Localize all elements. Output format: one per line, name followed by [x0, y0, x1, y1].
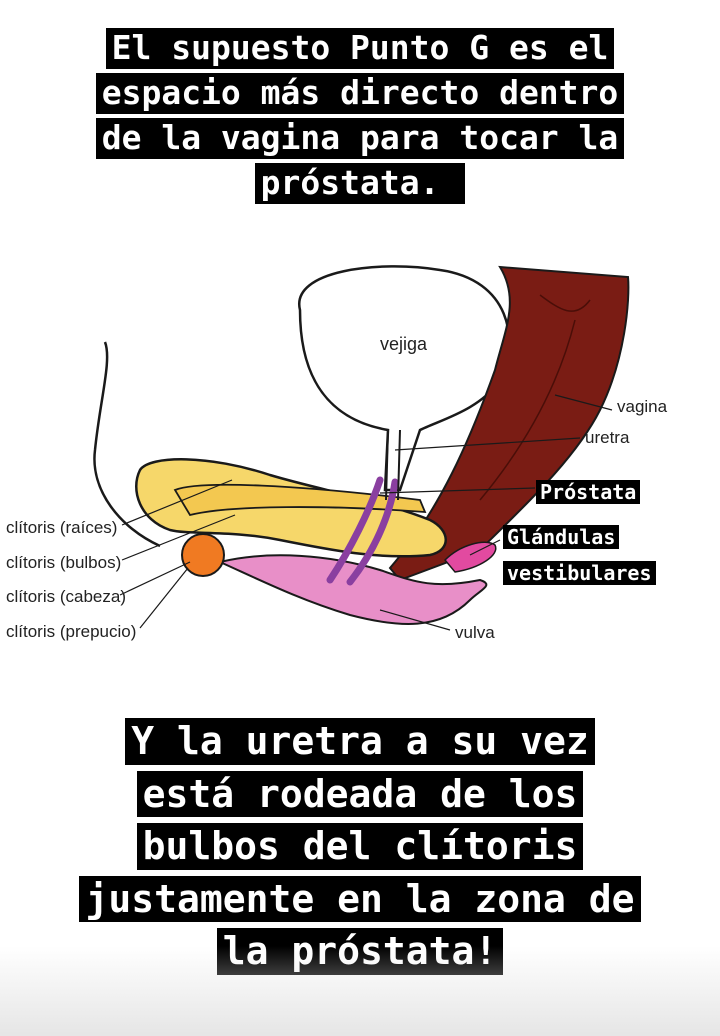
- leader-cabeza: [119, 561, 191, 596]
- clitoris-crura-shape: [173, 483, 427, 517]
- urethra-shape: [385, 429, 401, 501]
- leader-prepucio: [139, 567, 189, 629]
- label-vulva: vulva: [455, 623, 495, 642]
- vestibular-gland-shape: [443, 541, 497, 573]
- leader-glandulas: [469, 539, 501, 556]
- top-caption: El supuesto Punto G es el espacio más di…: [0, 28, 720, 208]
- label-prostata-overlay: Próstata: [536, 480, 641, 504]
- anatomy-diagram: vejiga vagina uretra clítoris (raíces) c…: [6, 265, 668, 642]
- vulva-shape: [216, 554, 488, 626]
- clitoris-glans-shape: [181, 533, 225, 577]
- label-clitoris-bulbos: clítoris (bulbos): [6, 553, 121, 572]
- body-contour: [93, 341, 161, 548]
- leader-vagina: [554, 394, 613, 411]
- label-vagina: vagina: [617, 397, 668, 416]
- top-caption-line: próstata.: [254, 162, 466, 204]
- label-glandulas-overlay-line2: vestibulares: [503, 561, 656, 585]
- bottom-caption-line: bulbos del clítoris: [136, 823, 584, 870]
- vagina-fold-line: [479, 294, 591, 501]
- leader-uretra: [394, 437, 581, 451]
- label-uretra: uretra: [585, 428, 630, 447]
- label-vejiga: vejiga: [380, 334, 428, 354]
- bottom-fade: [0, 946, 720, 1036]
- leader-bulbos: [121, 514, 236, 561]
- bottom-caption-line: Y la uretra a su vez: [125, 718, 595, 765]
- label-clitoris-prepucio: clítoris (prepucio): [6, 622, 136, 641]
- leader-vulva: [379, 609, 451, 631]
- label-glandulas-overlay-line1: Glándulas: [503, 525, 620, 549]
- leader-prostata: [379, 487, 536, 494]
- label-clitoris-raices: clítoris (raíces): [6, 518, 117, 537]
- bottom-caption-line: está rodeada de los: [136, 770, 584, 818]
- top-caption-line: de la vagina para tocar la: [95, 117, 625, 159]
- bottom-caption: Y la uretra a su vez está rodeada de los…: [0, 718, 720, 981]
- top-caption-line: espacio más directo dentro: [95, 72, 625, 114]
- label-clitoris-cabeza: clítoris (cabeza): [6, 587, 126, 606]
- leader-raices: [121, 479, 233, 526]
- bottom-caption-line: justamente en la zona de: [79, 875, 641, 923]
- top-caption-line: El supuesto Punto G es el: [105, 28, 615, 69]
